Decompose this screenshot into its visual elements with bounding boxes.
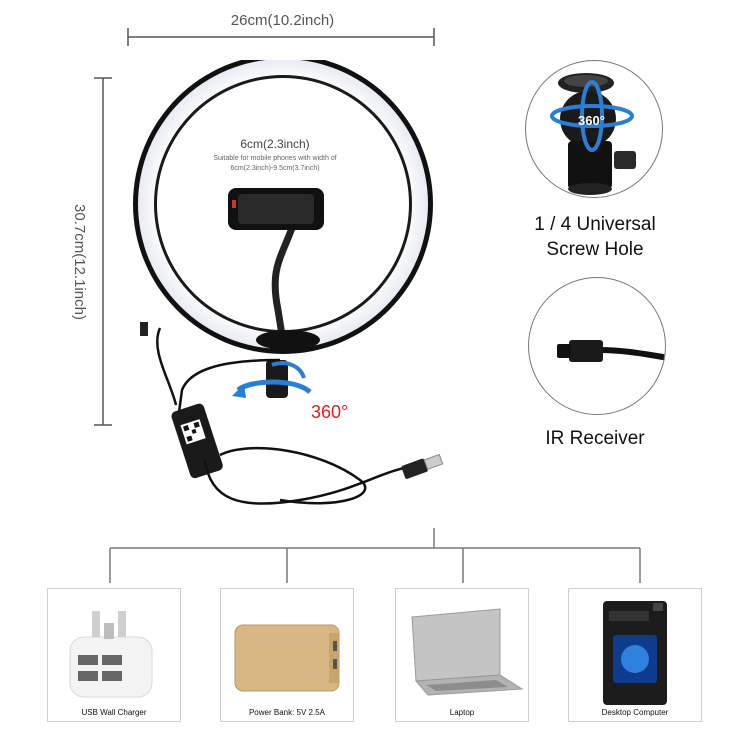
usb-charger-image (69, 611, 153, 698)
card-label-power-bank: Power Bank: 5V 2.5A (248, 708, 326, 717)
card-label-usb-wall-charger: USB Wall Charger (81, 708, 147, 717)
phone-compat-note-2: 6cm(2.3inch)-9.5cm(3.7inch) (230, 165, 320, 172)
width-dimension: 26cm(10.2inch) (0, 0, 750, 60)
height-dimension (60, 70, 120, 440)
card-label-desktop-computer: Desktop Computer (601, 708, 669, 717)
card-usb-wall-charger: USB Wall Charger (47, 588, 181, 722)
laptop-image (411, 608, 524, 696)
screw-hole-detail: 360° (525, 60, 663, 198)
ring-light (133, 54, 444, 505)
height-dimension-line (94, 77, 112, 426)
ir-sensor (557, 340, 665, 362)
screw-hole-line-2: Screw Hole (546, 239, 644, 260)
screw-hole-line-1: 1 / 4 Universal (534, 214, 656, 235)
desktop-computer-image (603, 601, 667, 705)
ir-receiver-detail (528, 277, 666, 415)
phone-compat-note-1: Suitable for mobile phones with width of (213, 155, 337, 162)
width-dimension-line (127, 28, 435, 46)
power-bank-image (234, 624, 340, 692)
ball-head-mount (550, 73, 636, 195)
card-laptop: Laptop (395, 588, 529, 722)
card-desktop-computer: Desktop Computer (568, 588, 702, 722)
height-label: 30.7cm(12.1inch) (71, 204, 88, 320)
card-power-bank: Power Bank: 5V 2.5A (220, 588, 354, 722)
screw-hole-label: 1 / 4 Universal Screw Hole (500, 212, 690, 262)
base-rotation-label: 360° (311, 402, 349, 422)
ir-receiver-label: IR Receiver (545, 428, 645, 449)
width-label: 26cm(10.2inch) (230, 12, 335, 29)
phone-width-label: 6cm(2.3inch) (240, 137, 310, 151)
power-tree-lines (109, 528, 641, 583)
head-rotation-label: 360° (578, 113, 605, 128)
card-label-laptop: Laptop (449, 708, 475, 717)
ring-light-illustration (120, 54, 450, 550)
